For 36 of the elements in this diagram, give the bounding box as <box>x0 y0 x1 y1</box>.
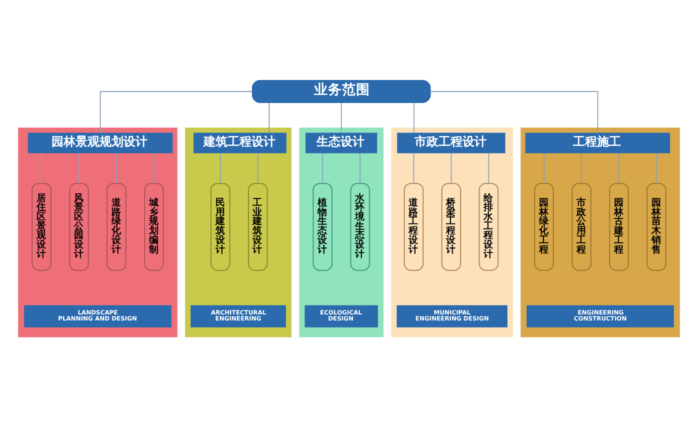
node-box: 水环境生态设计 <box>350 182 370 270</box>
node-box: 风景区公园设计 <box>69 182 89 270</box>
connector <box>153 152 154 184</box>
node-box: 市政公用工程 <box>572 182 592 270</box>
connector <box>360 152 361 184</box>
connector <box>257 152 258 184</box>
node-box: 城乡规划编制 <box>144 182 164 270</box>
node-box: 给排水工程设计 <box>478 182 499 270</box>
connector <box>41 152 42 184</box>
connector <box>268 102 270 133</box>
connector <box>340 102 342 133</box>
connector <box>413 152 414 184</box>
connector <box>544 152 545 184</box>
connector <box>116 152 117 184</box>
connector <box>413 102 414 133</box>
connector <box>220 152 221 184</box>
node-box: 业务范围 <box>252 79 431 102</box>
connector <box>322 152 324 184</box>
node-box: 民用建筑设计 <box>210 182 230 270</box>
connector <box>450 152 452 184</box>
node-box: 道路绿化设计 <box>106 182 126 270</box>
connector <box>656 152 657 184</box>
connector <box>488 152 490 184</box>
connector <box>78 152 80 184</box>
node-box: 居住区景观设计 <box>32 182 52 270</box>
node-box: 桥梁工程设计 <box>441 182 462 270</box>
node-box: 道路工程设计 <box>404 182 424 270</box>
node-box: 园林苗木销售 <box>646 182 666 270</box>
connector <box>430 90 598 134</box>
node-box: 园林古建工程 <box>609 182 629 270</box>
connector <box>100 90 253 134</box>
node-box: 园林绿化工程 <box>534 182 554 270</box>
node-box: 植物生态设计 <box>312 182 332 270</box>
connector <box>581 152 582 184</box>
connector <box>618 152 620 184</box>
node-box: 工业建筑设计 <box>248 182 268 270</box>
